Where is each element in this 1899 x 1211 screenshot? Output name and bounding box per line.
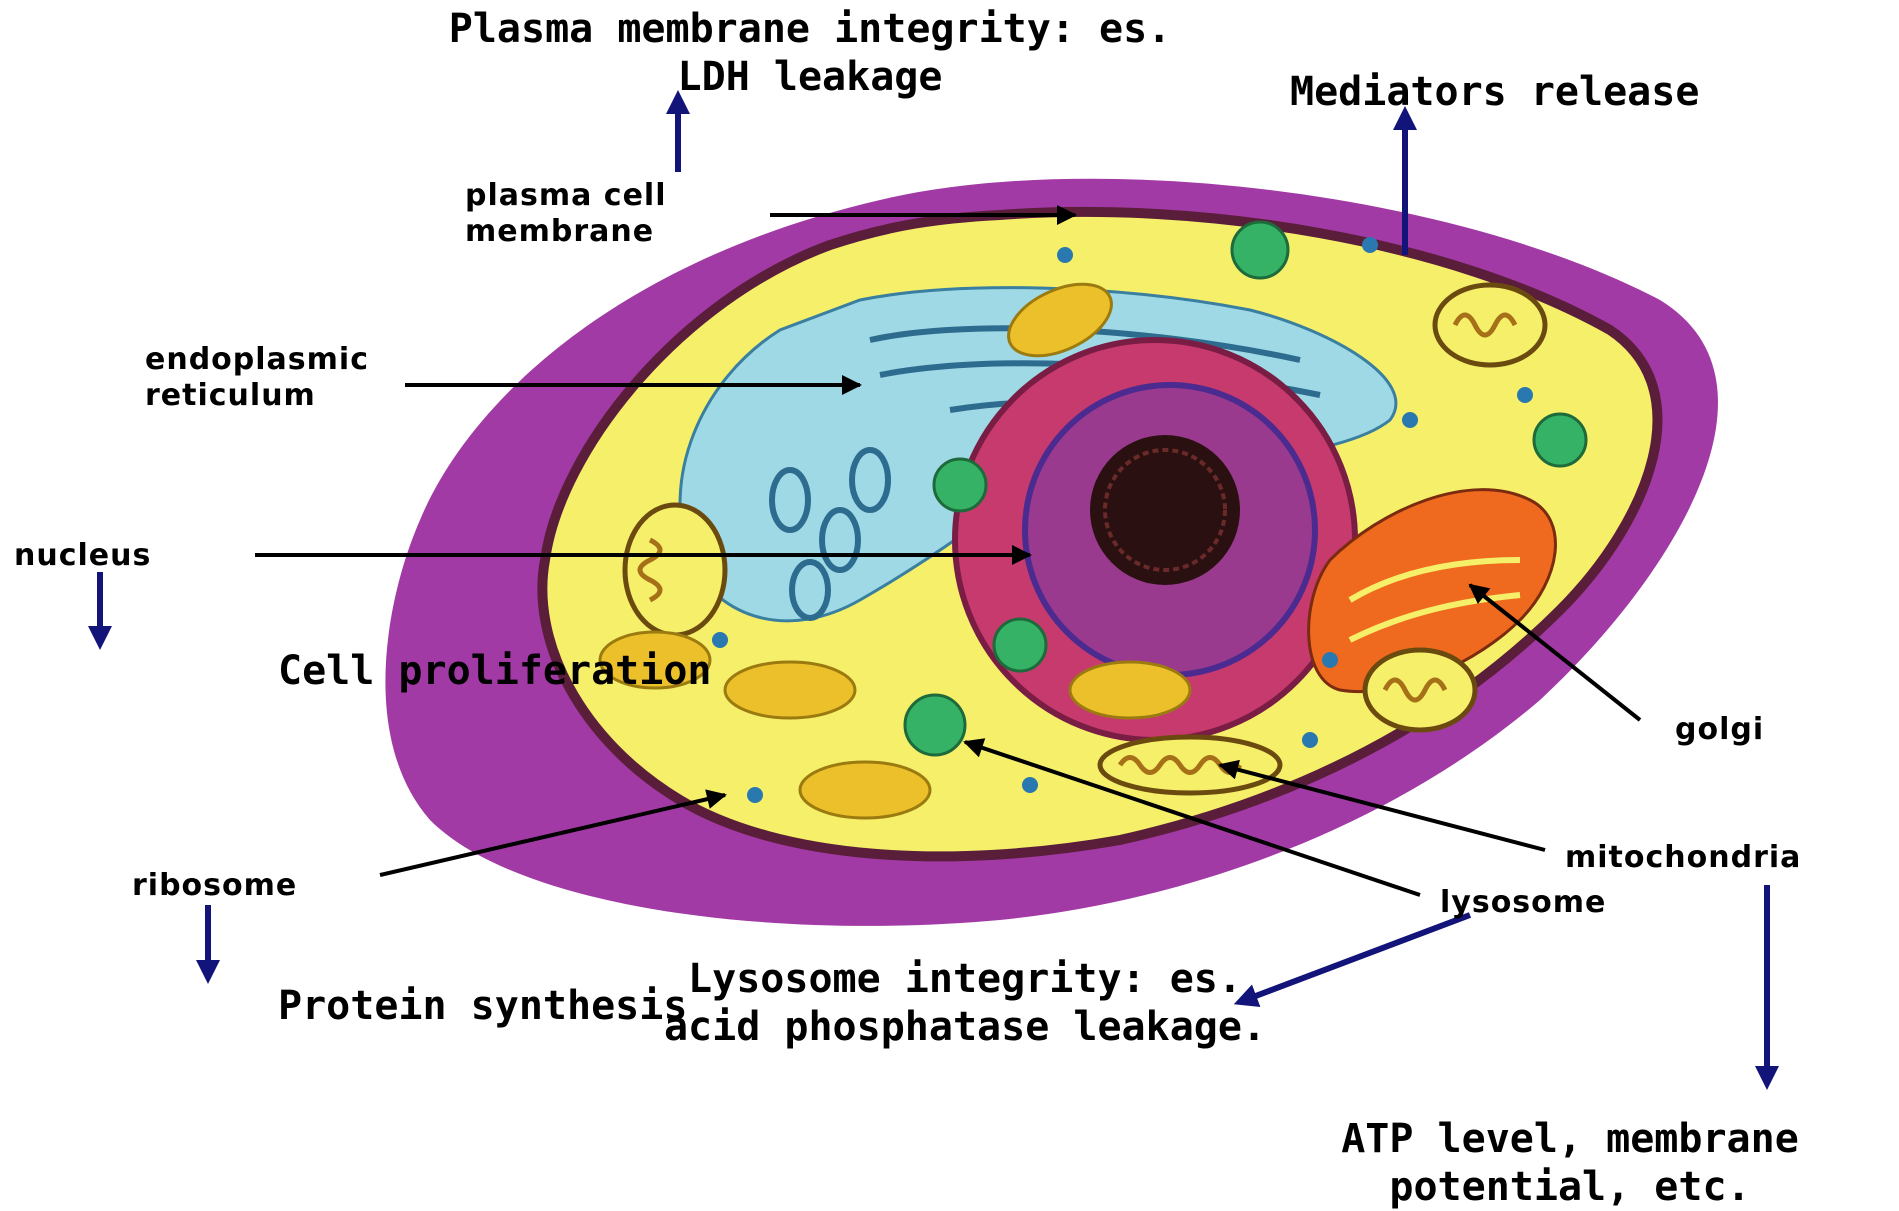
mitochondria-label: mitochondria [1565,840,1801,876]
cell-proliferation-label: Cell proliferation [278,647,711,695]
lysosome [1232,222,1288,278]
protein-synthesis-label: Protein synthesis [278,982,687,1030]
lysosome [934,459,986,511]
lysosome-label: lysosome [1440,885,1606,921]
plasma-membrane-integrity-label: Plasma membrane integrity: es. LDH leaka… [420,5,1200,101]
mitochondrion [1365,650,1475,730]
golgi-label: golgi [1675,712,1764,748]
mitochondrion [1435,285,1545,365]
lysosome-integrity-label: Lysosome integrity: es. acid phosphatase… [655,955,1275,1051]
ribosome-label: ribosome [132,868,297,904]
lysosome [905,695,965,755]
arrow-lysosome-integrity [1245,915,1470,1000]
mediators-release-label: Mediators release [1290,68,1699,116]
plasma-cell-membrane-label: plasma cell membrane [465,178,765,250]
nucleolus [1090,435,1240,585]
mitochondrion [1100,737,1280,793]
atp-level-label: ATP level, membrane potential, etc. [1330,1115,1810,1211]
lysosome [994,619,1046,671]
endoplasmic-reticulum-label: endoplasmic reticulum [145,342,475,414]
nucleus-label: nucleus [14,538,151,574]
lysosome [1534,414,1586,466]
